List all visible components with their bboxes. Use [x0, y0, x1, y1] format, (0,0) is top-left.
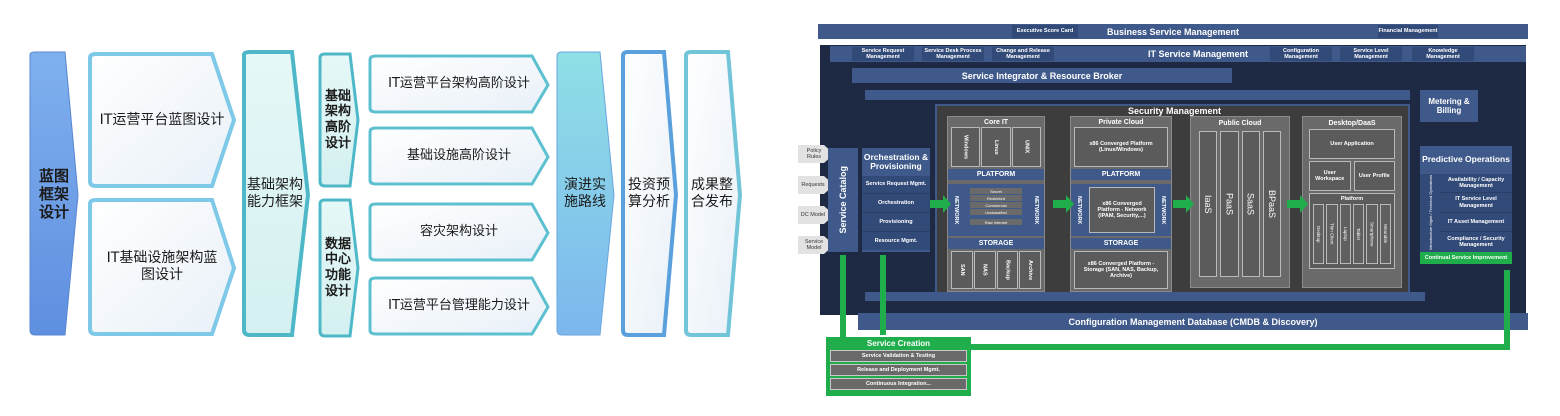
- group-a-label: 基础架构高阶设计: [324, 88, 351, 151]
- input-arrows: [798, 145, 834, 254]
- business-service-management-band: Business Service Management: [818, 24, 1528, 39]
- stage1-item1-chevron: [88, 52, 237, 188]
- core-it-network: NETWORK NETWORK Secret Restricted Commer…: [948, 184, 1044, 236]
- itsm-module: Change and Release Management: [992, 47, 1054, 61]
- stage1-chevron: [29, 51, 79, 336]
- stage4-budget: 投资预算分析: [628, 176, 670, 210]
- group-b-label: 数据中心功能设计: [324, 236, 351, 299]
- service-integrator-band: Service Integrator & Resource Broker: [852, 68, 1232, 83]
- orch-item: Orchestration: [862, 194, 930, 213]
- stage2-chevron: [242, 50, 311, 337]
- core-it: Core IT Windows Linux UNIX PLATFORM NETW…: [947, 116, 1045, 292]
- green-loop-bottom: [968, 344, 1510, 350]
- stage4-chevron: [621, 50, 679, 337]
- stage3-chevron: [556, 51, 615, 336]
- stage3-roadmap: 演进实施路线: [564, 176, 606, 210]
- green-loop-mid: [880, 255, 886, 335]
- public-cloud: Public Cloud IaaS PaaS SaaS BPaaS: [1190, 116, 1290, 288]
- core-it-storage: STORAGE: [948, 238, 1044, 249]
- group-a-chevron: [318, 52, 360, 188]
- input-dc-model: DC Model: [800, 212, 826, 218]
- security-zones: Secret Restricted Commercial Unclassifie…: [970, 188, 1022, 225]
- executive-score-card: Executive Score Card: [1012, 25, 1078, 38]
- frame-band-bottom: [865, 292, 1425, 301]
- desktop-daas: Desktop/DaaS User Application User Works…: [1302, 116, 1402, 288]
- orch-item: Resource Mgmt.: [862, 232, 930, 250]
- stage2-infra-capability: 基础架构能力框架: [247, 176, 303, 210]
- stage5-chevron: [684, 50, 743, 337]
- service-creation: Service Creation Service Validation & Te…: [826, 337, 971, 396]
- orchestration-provisioning: Orchestration & Provisioning Service Req…: [862, 148, 930, 252]
- financial-management: Financial Management: [1378, 25, 1438, 38]
- item-it-ops-blueprint: IT运营平台蓝图设计: [99, 111, 225, 128]
- orch-item: Service Request Mgmt.: [862, 176, 930, 194]
- core-it-platform: PLATFORM: [948, 169, 1044, 180]
- stage1-blueprint-framework: 蓝图框架设计: [38, 166, 69, 221]
- flow-arrows: [930, 195, 1308, 213]
- green-loop-left: [840, 255, 846, 340]
- service-catalog: Service Catalog: [828, 148, 858, 252]
- item-infra-blueprint: IT基础设施架构蓝图设计: [106, 250, 218, 283]
- input-policy-rules: Policy Rules: [806, 148, 822, 160]
- flow-shapes: [29, 50, 743, 338]
- stage1-item2-chevron: [88, 198, 237, 336]
- green-loop-right: [1504, 270, 1510, 350]
- desktop-platform: Platform Desktop Thin Client Laptop Tabl…: [1309, 193, 1395, 269]
- continual-service-improvement: Continual Service Improvement: [1420, 252, 1512, 264]
- itsm-module: Service Desk Process Management: [922, 47, 984, 61]
- private-cloud: Private Cloud x86 Converged Platform (Li…: [1070, 116, 1172, 292]
- metering-billing: Metering & Billing: [1420, 90, 1478, 122]
- item-ops-mgmt-capability: IT运营平台管理能力设计: [388, 298, 530, 314]
- item-infra-high: 基础设施高阶设计: [406, 148, 511, 164]
- security-management-label: Security Management: [1128, 106, 1222, 116]
- itsm-module: Configuration Management: [1270, 47, 1332, 61]
- input-requests: Requests: [801, 182, 825, 188]
- frame-band-top: [865, 90, 1410, 100]
- itsm-module: Knowledge Management: [1412, 47, 1474, 61]
- itsm-module: Service Request Management: [852, 47, 914, 61]
- cmdb-band: Configuration Management Database (CMDB …: [858, 313, 1528, 330]
- predictive-operations: Predictive Operations Infrastructure Mgm…: [1420, 146, 1512, 264]
- stage5-release: 成果整合发布: [691, 176, 733, 210]
- group-b-chevron: [318, 198, 360, 338]
- item-ops-arch-high: IT运营平台架构高阶设计: [388, 76, 530, 92]
- orch-item: Provisioning: [862, 213, 930, 232]
- itsm-module: Service Level Management: [1340, 47, 1402, 61]
- item-dr-arch: 容灾架构设计: [419, 224, 498, 240]
- input-service-model: Service Model: [804, 239, 824, 251]
